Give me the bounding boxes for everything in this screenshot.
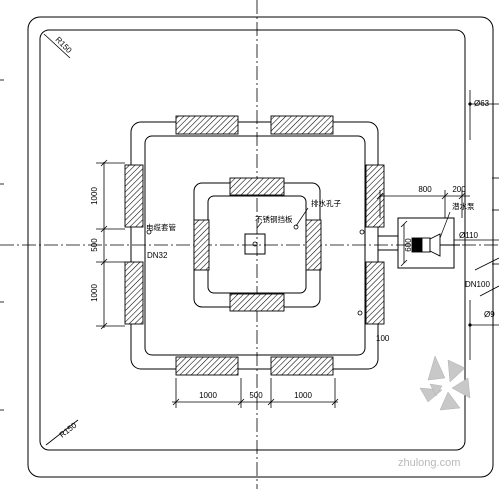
outer-pool-outline — [27, 16, 494, 478]
middle-basin-inner — [144, 135, 366, 356]
watermark-text: zhulong.com — [398, 457, 460, 469]
dim-pump-gap: 200 — [452, 185, 466, 194]
pipe-dot-top — [468, 102, 472, 106]
drain-leader — [295, 207, 309, 227]
dim-left-top: 1000 — [90, 187, 99, 205]
dim-left-bottom: 1000 — [90, 284, 99, 302]
pipe-label-dn100: DN100 — [465, 280, 490, 289]
basin-hatched-blocks — [124, 115, 385, 376]
conduit-size-label: DN32 — [147, 251, 168, 260]
pump-offset-dimensions — [376, 190, 470, 218]
radius-leader-bottom — [45, 419, 79, 446]
left-edge-ticks — [0, 79, 4, 411]
right-pipe-lines — [454, 90, 499, 360]
plate-center-mark — [252, 241, 258, 247]
radius-label-bottom: R150 — [58, 420, 79, 439]
pump-pit — [378, 217, 455, 269]
dim-ring-offset: 100 — [376, 334, 390, 343]
dim-pump-offset: 800 — [418, 185, 432, 194]
ring-mark — [357, 310, 363, 316]
drain-hole-symbol — [293, 224, 299, 230]
sump-pump-leader — [439, 211, 451, 239]
stainless-plate — [244, 233, 266, 255]
plate-leader — [256, 221, 263, 229]
dim-left-middle: 500 — [90, 238, 99, 252]
bottom-dimension-chain — [172, 378, 339, 408]
pipe-dot-bottom — [468, 323, 472, 327]
dim-bottom-right: 1000 — [294, 391, 312, 400]
drain-hole-label: 排水孔子 — [311, 198, 341, 208]
sump-pump-label: 潜水泵 — [452, 201, 475, 211]
radius-leader-top — [43, 33, 71, 59]
cable-conduit-label: 电缆套管 — [146, 222, 176, 232]
conduit-left-symbol — [146, 229, 152, 235]
conduit-right-symbol — [359, 229, 365, 235]
pipe-label-110: Ø110 — [459, 231, 479, 240]
inner-hatched-blocks — [193, 177, 322, 312]
left-dimension-chain — [96, 159, 125, 330]
pipe-label-bottom: Ø9 — [484, 310, 495, 319]
pipe-label-top: Ø63 — [474, 99, 490, 108]
pump-symbol — [411, 233, 460, 257]
dim-bottom-left: 1000 — [199, 391, 217, 400]
dim-bottom-middle: 500 — [249, 391, 263, 400]
stainless-plate-label: 不锈钢挡板 — [255, 214, 293, 224]
middle-basin-outline — [130, 121, 379, 370]
watermark-logo — [419, 355, 471, 411]
dim-pump-pit: 600 — [404, 238, 413, 252]
right-edge-ticks — [492, 177, 499, 265]
pump-pit-dimension — [400, 220, 408, 267]
